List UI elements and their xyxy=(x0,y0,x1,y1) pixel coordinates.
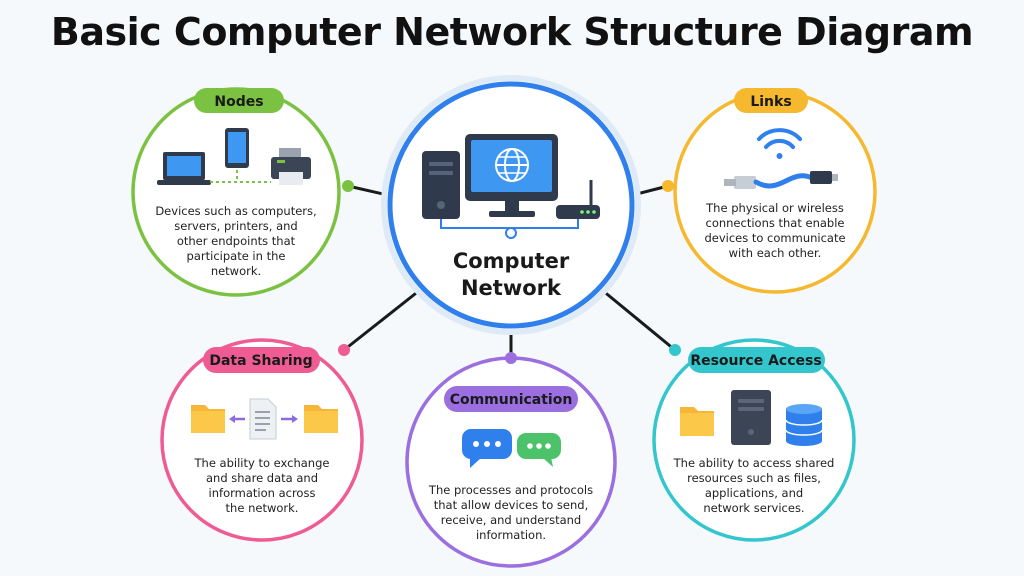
node-communication-pill xyxy=(444,386,578,412)
node-links-desc-line: with each other. xyxy=(729,246,822,260)
chat-bubble-green-icon xyxy=(517,433,561,467)
arrow-right-icon xyxy=(281,415,298,423)
node-nodes-desc: Devices such as computers,servers, print… xyxy=(155,204,316,278)
node-links-pill xyxy=(734,88,808,113)
node-links-desc-line: The physical or wireless xyxy=(705,201,844,215)
center-network-lines xyxy=(440,219,579,239)
node-links-circle xyxy=(673,90,877,294)
folder-right-icon xyxy=(304,405,338,433)
node-resource-access-dot xyxy=(669,344,681,356)
node-nodes-desc-line: Devices such as computers, xyxy=(155,204,316,218)
node-data-sharing-label: Data Sharing xyxy=(209,353,312,369)
folder-left-icon xyxy=(191,405,225,433)
node-nodes-label: Nodes xyxy=(214,94,263,110)
center-node: Computer Network xyxy=(381,75,641,335)
node-data-sharing-desc-line: and share data and xyxy=(206,471,318,485)
node-data-sharing-pill xyxy=(203,347,320,373)
node-resource-access-desc-line: The ability to access shared xyxy=(673,456,835,470)
node-nodes-desc-line: network. xyxy=(211,264,261,278)
center-label-line-2: Network xyxy=(461,276,562,300)
node-data-sharing-circle xyxy=(160,338,364,542)
node-resource-access-desc-line: applications, and xyxy=(705,486,803,500)
document-icon xyxy=(249,398,277,440)
node-communication-desc-line: that allow devices to send, xyxy=(434,498,588,512)
node-communication-desc-line: receive, and understand xyxy=(441,513,581,527)
node-links-label: Links xyxy=(750,94,791,110)
chat-bubble-blue-icon xyxy=(462,429,512,468)
node-data-sharing-desc-line: information across xyxy=(209,486,316,500)
node-data-sharing-desc-line: the network. xyxy=(226,501,299,515)
node-nodes-desc-line: servers, printers, and xyxy=(174,219,297,233)
node-communication-desc-line: information. xyxy=(476,528,546,542)
smartphone-icon xyxy=(225,128,249,168)
node-communication-desc-line: The processes and protocols xyxy=(428,483,593,497)
node-communication: Communication The processes and protocol… xyxy=(405,352,617,568)
wifi-icon xyxy=(757,128,802,159)
node-nodes-dashed-links xyxy=(210,170,271,183)
node-data-sharing: Data Sharing xyxy=(160,338,364,542)
printer-icon xyxy=(271,148,311,185)
server-icon xyxy=(731,390,771,445)
node-resource-access-desc-line: resources such as files, xyxy=(687,471,821,485)
folder-icon xyxy=(680,407,714,436)
connector-data-sharing xyxy=(343,288,421,352)
router-icon xyxy=(556,180,600,219)
arrow-left-icon xyxy=(229,415,245,423)
node-nodes-desc-line: participate in the xyxy=(187,249,286,263)
node-resource-access: Resource Access The ability to access sh… xyxy=(652,338,856,542)
node-nodes-dot xyxy=(342,180,354,192)
database-icon xyxy=(785,404,823,446)
node-resource-access-desc-line: network services. xyxy=(703,501,804,515)
node-resource-access-label: Resource Access xyxy=(690,353,821,369)
monitor-globe-icon xyxy=(465,134,558,217)
laptop-icon xyxy=(157,152,211,185)
usb-cable-icon xyxy=(724,171,838,189)
node-resource-access-pill xyxy=(688,347,825,373)
node-nodes: Nodes Devices such as computers,servers xyxy=(131,87,354,297)
node-links-desc-line: devices to communicate xyxy=(704,231,845,245)
node-data-sharing-desc-line: The ability to exchange xyxy=(194,456,330,470)
node-links-dot xyxy=(662,180,674,192)
node-links-desc-line: connections that enable xyxy=(706,216,845,230)
node-nodes-desc-line: other endpoints that xyxy=(177,234,296,248)
page-title: Basic Computer Network Structure Diagram xyxy=(50,10,974,54)
node-nodes-pill xyxy=(194,88,284,113)
center-label-line-1: Computer xyxy=(453,249,570,273)
desktop-tower-icon xyxy=(422,151,460,219)
node-communication-dot xyxy=(505,352,517,364)
node-communication-label: Communication xyxy=(450,392,573,408)
node-data-sharing-dot xyxy=(338,344,350,356)
connector-resource-access xyxy=(601,288,676,352)
